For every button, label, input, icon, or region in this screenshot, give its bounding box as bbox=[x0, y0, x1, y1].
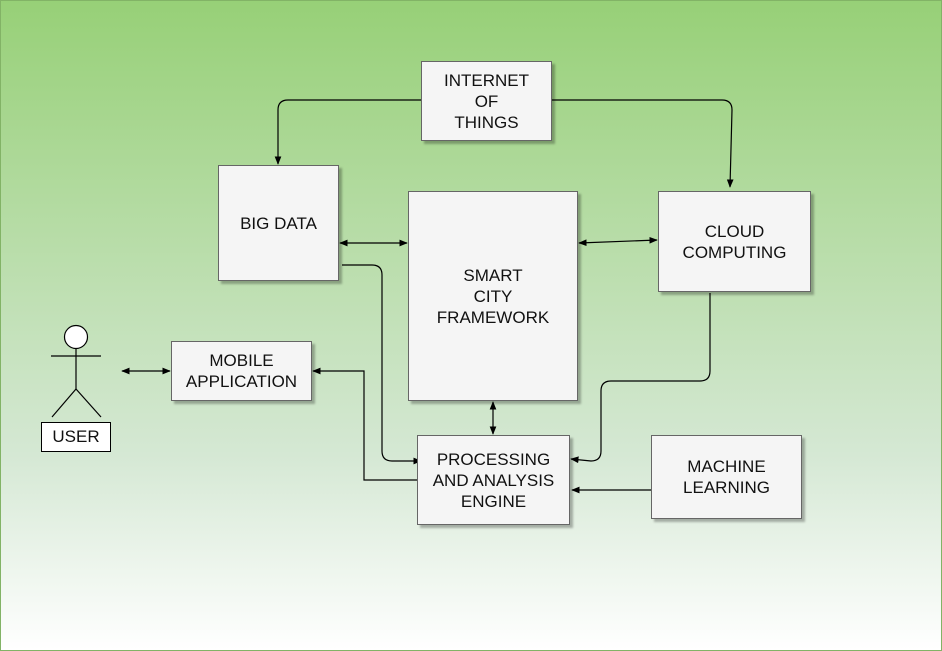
edge-cloud-to-processing bbox=[570, 293, 711, 464]
node-smart-city-framework-label: SMART CITY FRAMEWORK bbox=[436, 265, 550, 327]
node-mobile-application[interactable]: MOBILE APPLICATION bbox=[171, 341, 312, 401]
user-label[interactable]: USER bbox=[41, 422, 111, 452]
node-machine-learning-label: MACHINE LEARNING bbox=[683, 457, 770, 497]
node-processing-analysis-engine[interactable]: PROCESSING AND ANALYSIS ENGINE bbox=[417, 435, 570, 525]
node-mobile-application-label: MOBILE APPLICATION bbox=[185, 351, 298, 391]
node-cloud-computing[interactable]: CLOUD COMPUTING bbox=[658, 191, 811, 292]
node-machine-learning[interactable]: MACHINE LEARNING bbox=[651, 435, 802, 519]
edge-iot-to-cloud bbox=[552, 99, 734, 188]
node-internet-of-things[interactable]: INTERNET OF THINGS bbox=[421, 61, 552, 141]
edge-iot-to-big-data bbox=[274, 99, 421, 165]
node-cloud-computing-label: CLOUD COMPUTING bbox=[682, 221, 787, 262]
edge-big-data-to-processing bbox=[342, 264, 422, 465]
user-actor-icon bbox=[51, 324, 102, 418]
node-big-data-label: BIG DATA bbox=[240, 213, 317, 233]
edge-smart-city-cloud bbox=[578, 236, 658, 247]
edge-processing-to-mobile bbox=[312, 367, 417, 481]
user-label-text: USER bbox=[52, 427, 100, 446]
node-smart-city-framework[interactable]: SMART CITY FRAMEWORK bbox=[408, 191, 578, 401]
node-processing-analysis-engine-label: PROCESSING AND ANALYSIS ENGINE bbox=[432, 449, 555, 511]
node-internet-of-things-label: INTERNET OF THINGS bbox=[444, 70, 529, 132]
node-big-data[interactable]: BIG DATA bbox=[218, 165, 339, 281]
